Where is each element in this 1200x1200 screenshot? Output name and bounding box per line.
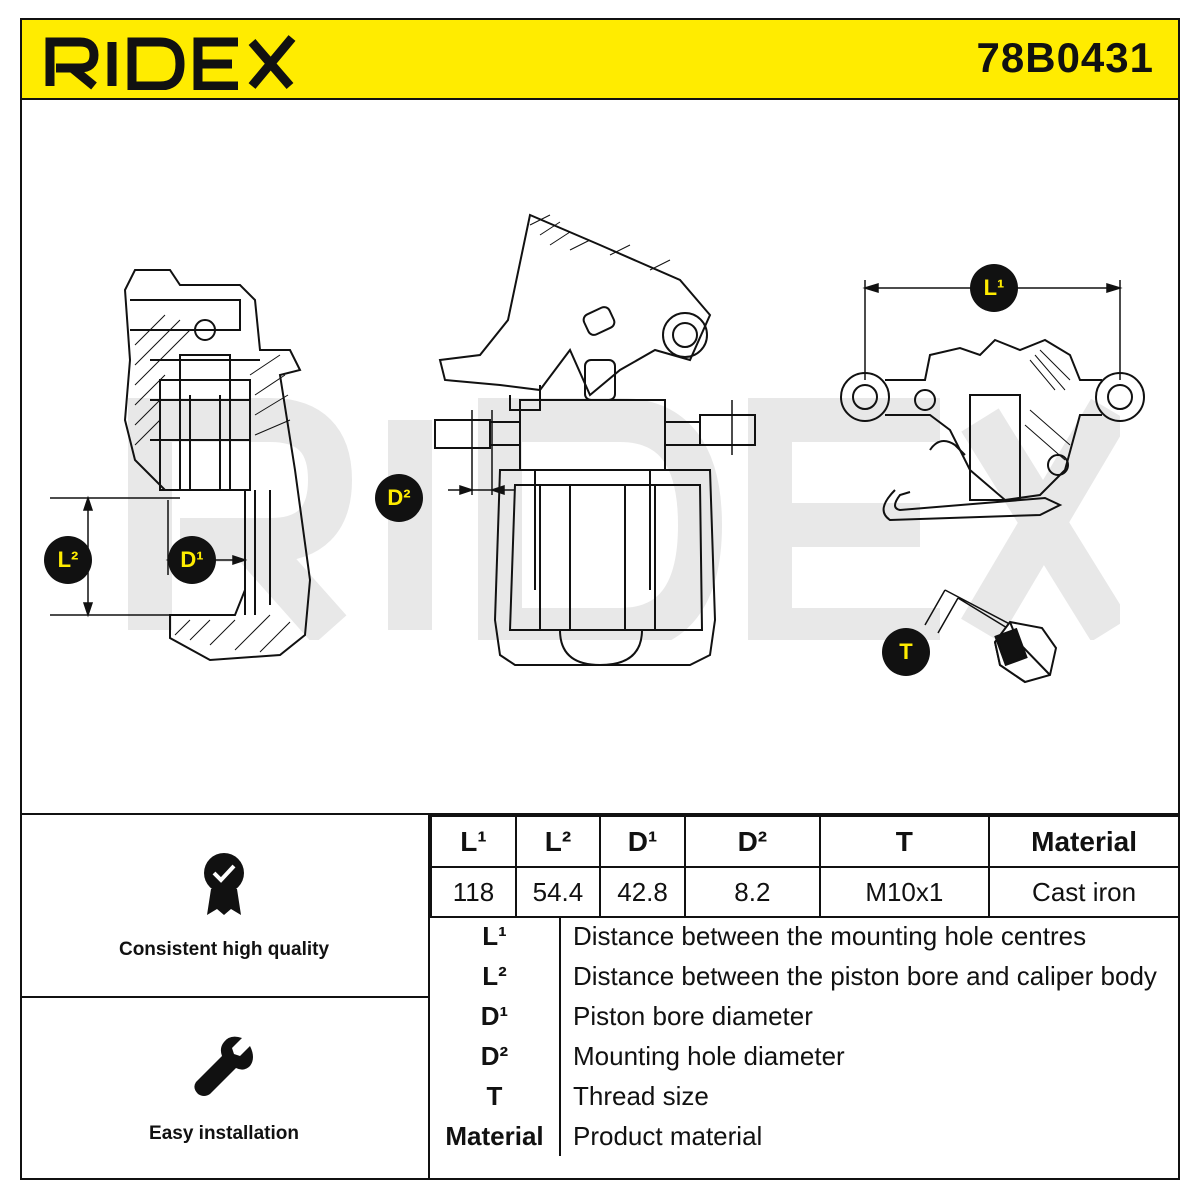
dimension-badge-l1: L¹ — [970, 264, 1018, 312]
spec-header-material: Material — [988, 815, 1180, 868]
spec-table: L¹ L² D¹ D² T Material 118 54.4 42.8 8.2… — [430, 815, 1180, 918]
spec-header-d1: D¹ — [599, 815, 687, 868]
legend-row: Material Product material — [430, 1116, 1157, 1156]
wrench-icon — [194, 1036, 253, 1096]
spec-header-l1: L¹ — [430, 815, 517, 868]
bolt-thread-view — [924, 589, 1058, 684]
ridex-watermark — [128, 398, 1120, 640]
caliper-section-view — [50, 269, 312, 662]
quality-badge-icon — [204, 853, 244, 915]
legend-row: D¹ Piston bore diameter — [430, 996, 1157, 1036]
specification-section: Consistent high quality Easy installatio… — [20, 813, 1180, 1180]
dimension-badge-l2: L² — [44, 536, 92, 584]
feature-quality: Consistent high quality — [20, 815, 430, 998]
legend-desc: Mounting hole diameter — [573, 1040, 845, 1071]
legend-row: D² Mounting hole diameter — [430, 1036, 1157, 1076]
dimension-badge-t: T — [882, 628, 930, 676]
spec-value-d1: 42.8 — [599, 866, 687, 918]
spec-value-d2: 8.2 — [684, 866, 821, 918]
legend-key: L¹ — [430, 916, 561, 956]
legend-row: T Thread size — [430, 1076, 1157, 1116]
legend-desc: Distance between the piston bore and cal… — [573, 960, 1157, 991]
spec-table-value-row: 118 54.4 42.8 8.2 M10x1 Cast iron — [430, 866, 1180, 918]
spec-value-l2: 54.4 — [514, 866, 602, 918]
legend-key: D¹ — [430, 996, 561, 1036]
legend-key: D² — [430, 1036, 561, 1076]
spec-value-t: M10x1 — [818, 866, 991, 918]
part-number: 78B0431 — [976, 34, 1154, 81]
legend-desc: Thread size — [573, 1080, 709, 1111]
feature-label-installation: Easy installation — [149, 1123, 299, 1144]
spec-header-t: T — [818, 815, 991, 868]
technical-drawing: L² D¹ D² — [20, 100, 1180, 814]
header-bar: 78B0431 — [20, 18, 1180, 100]
caliper-front-view — [434, 213, 756, 667]
legend-key: L² — [430, 956, 561, 996]
spec-header-d2: D² — [684, 815, 821, 868]
legend-desc: Piston bore diameter — [573, 1000, 813, 1031]
legend-key: Material — [430, 1116, 561, 1156]
spec-header-l2: L² — [514, 815, 602, 868]
legend-table: L¹ Distance between the mounting hole ce… — [430, 916, 1157, 1156]
legend-desc: Product material — [573, 1120, 763, 1151]
legend-key: T — [430, 1076, 561, 1116]
legend-row: L² Distance between the piston bore and … — [430, 956, 1157, 996]
legend-row: L¹ Distance between the mounting hole ce… — [430, 916, 1157, 956]
dimension-badge-d1: D¹ — [168, 536, 216, 584]
dimension-badge-d2: D² — [375, 474, 423, 522]
feature-installation: Easy installation — [20, 998, 430, 1180]
spec-value-material: Cast iron — [988, 866, 1180, 918]
feature-label-quality: Consistent high quality — [118, 939, 330, 960]
legend-desc: Distance between the mounting hole centr… — [573, 920, 1087, 951]
spec-value-l1: 118 — [430, 866, 517, 918]
brand-logo — [42, 30, 312, 95]
spec-table-header-row: L¹ L² D¹ D² T Material — [430, 815, 1180, 868]
